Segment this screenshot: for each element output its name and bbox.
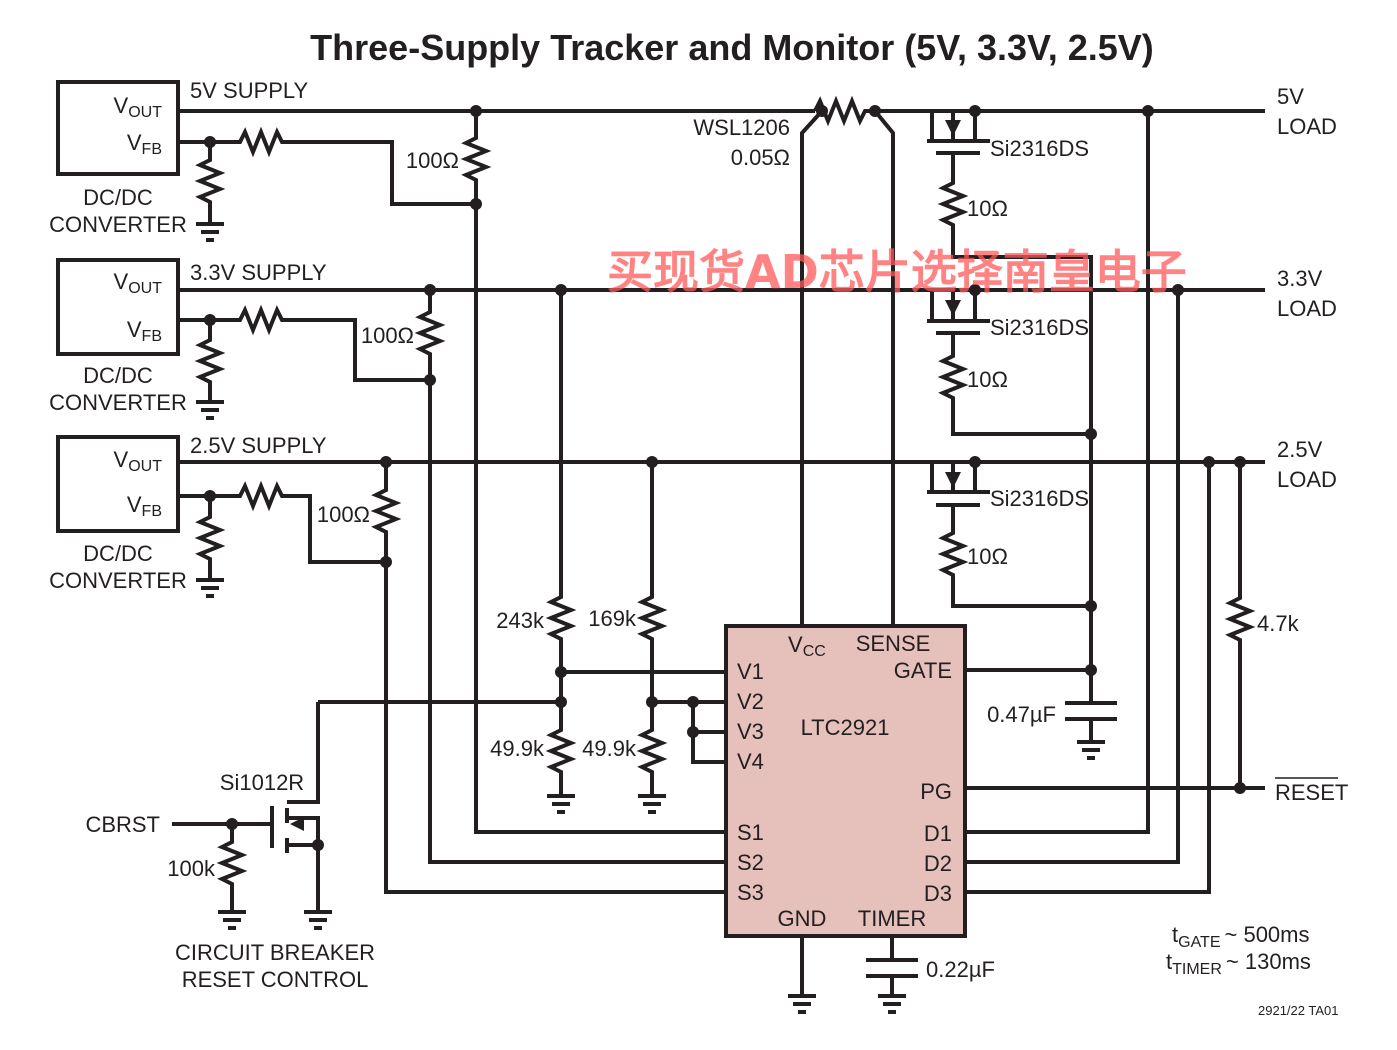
- divider-bottom-1: [545, 672, 577, 794]
- svg-text:49.9k: 49.9k: [490, 736, 545, 761]
- svg-text:V1: V1: [737, 659, 764, 684]
- d1-wire: [965, 111, 1150, 834]
- svg-text:Si1012R: Si1012R: [220, 770, 304, 795]
- svg-text:VFB: VFB: [127, 130, 162, 158]
- mosfet-5v: [880, 105, 1093, 670]
- res-100-5v: [460, 111, 725, 834]
- svg-text:SENSE: SENSE: [856, 631, 931, 656]
- divider-bottom-2: [636, 702, 668, 794]
- svg-text:V3: V3: [737, 719, 764, 744]
- svg-text:243k: 243k: [496, 608, 545, 633]
- svg-text:LOAD: LOAD: [1277, 114, 1337, 139]
- mosfet-3v3: [927, 284, 1097, 440]
- feedback-path-2v5: [178, 480, 386, 564]
- svg-text:GND: GND: [778, 906, 827, 931]
- svg-text:LTC2921: LTC2921: [801, 715, 890, 740]
- svg-text:LOAD: LOAD: [1277, 296, 1337, 321]
- svg-text:S1: S1: [737, 820, 764, 845]
- divider-top-1: [545, 290, 725, 674]
- mosfet-2v5: [927, 456, 1097, 612]
- supply-label-2v5: 2.5V SUPPLY: [190, 433, 327, 458]
- svg-text:100Ω: 100Ω: [406, 148, 459, 173]
- svg-text:CONVERTER: CONVERTER: [49, 390, 187, 415]
- svg-text:Si2316DS: Si2316DS: [990, 486, 1089, 511]
- svg-text:VCC: VCC: [788, 632, 826, 660]
- cbrst-input: CBRST: [85, 812, 160, 837]
- breaker-res: [216, 824, 248, 910]
- svg-text:10Ω: 10Ω: [967, 544, 1008, 569]
- svg-text:DC/DC: DC/DC: [83, 185, 153, 210]
- reset-output: RESET: [1275, 780, 1348, 805]
- svg-text:GATE: GATE: [894, 658, 952, 683]
- load-5v: 5V: [1277, 84, 1304, 109]
- res-100-3v3: [414, 290, 725, 864]
- sense-resistor: [800, 95, 895, 625]
- dc-dc-converter-2v5: VOUT VFB DC/DC CONVERTER: [49, 435, 187, 593]
- sense-resistor-value: 0.05Ω: [731, 145, 790, 170]
- dc-dc-converter-5v: VOUT VFB DC/DC CONVERTER: [49, 80, 187, 237]
- svg-text:VOUT: VOUT: [114, 93, 163, 121]
- pullup-resistor: [1224, 462, 1256, 788]
- svg-text:PG: PG: [920, 779, 952, 804]
- svg-text:D2: D2: [924, 851, 952, 876]
- svg-text:TIMER: TIMER: [858, 906, 926, 931]
- feedback-path-3v3: [178, 304, 430, 382]
- svg-text:D3: D3: [924, 881, 952, 906]
- divider-top-2: [636, 462, 725, 704]
- breaker-mosfet: [172, 700, 561, 890]
- feedback-path-5v: [178, 126, 476, 206]
- feedback-res-3v3: [194, 320, 226, 400]
- d2-wire: [965, 290, 1180, 864]
- supply-label-5v: 5V SUPPLY: [190, 78, 309, 103]
- svg-text:VFB: VFB: [127, 317, 162, 345]
- feedback-res-2v5: [194, 496, 226, 578]
- ltc2921-ic: VCC SENSE GATE LTC2921 V1 V2 V3 V4 S1 S2…: [724, 624, 967, 938]
- svg-text:VFB: VFB: [127, 492, 162, 520]
- supply-label-3v3: 3.3V SUPPLY: [190, 260, 327, 285]
- svg-text:169k: 169k: [588, 606, 637, 631]
- watermark: 买现货AD芯片选择南皇电子: [607, 245, 1187, 299]
- figure-id: 2921/22 TA01: [1258, 1003, 1338, 1018]
- svg-text:10Ω: 10Ω: [967, 367, 1008, 392]
- svg-text:DC/DC: DC/DC: [83, 363, 153, 388]
- svg-text:Si2316DS: Si2316DS: [990, 315, 1089, 340]
- svg-text:CIRCUIT BREAKER: CIRCUIT BREAKER: [175, 940, 375, 965]
- svg-text:D1: D1: [924, 821, 952, 846]
- svg-text:100Ω: 100Ω: [317, 502, 370, 527]
- svg-text:RESET CONTROL: RESET CONTROL: [182, 967, 369, 992]
- feedback-res-5v: [194, 142, 226, 222]
- svg-text:V4: V4: [737, 749, 764, 774]
- diagram-title: Three-Supply Tracker and Monitor (5V, 3.…: [310, 27, 1154, 68]
- svg-text:Si2316DS: Si2316DS: [990, 136, 1089, 161]
- svg-text:100Ω: 100Ω: [361, 323, 414, 348]
- svg-text:LOAD: LOAD: [1277, 467, 1337, 492]
- svg-text:10Ω: 10Ω: [967, 196, 1008, 221]
- timing-gate: tGATE~ 500ms: [1172, 922, 1310, 951]
- load-3v3: 3.3V: [1277, 266, 1323, 291]
- svg-text:0.22µF: 0.22µF: [926, 957, 995, 982]
- svg-text:4.7k: 4.7k: [1257, 611, 1300, 636]
- timer-capacitor: [866, 936, 918, 994]
- svg-text:0.47µF: 0.47µF: [987, 702, 1056, 727]
- svg-text:S3: S3: [737, 880, 764, 905]
- load-2v5: 2.5V: [1277, 437, 1323, 462]
- svg-text:V2: V2: [737, 689, 764, 714]
- svg-text:DC/DC: DC/DC: [83, 541, 153, 566]
- svg-text:VOUT: VOUT: [114, 269, 163, 297]
- svg-text:S2: S2: [737, 850, 764, 875]
- res-100-2v5: [370, 462, 725, 894]
- svg-text:100k: 100k: [167, 856, 216, 881]
- svg-text:49.9k: 49.9k: [582, 736, 637, 761]
- svg-text:VOUT: VOUT: [114, 447, 163, 475]
- d3-wire: [965, 462, 1211, 894]
- timing-timer: tTIMER~ 130ms: [1166, 949, 1311, 978]
- svg-text:CONVERTER: CONVERTER: [49, 212, 187, 237]
- dc-dc-converter-3v3: VOUT VFB DC/DC CONVERTER: [49, 258, 187, 415]
- svg-text:CONVERTER: CONVERTER: [49, 568, 187, 593]
- sense-resistor-part: WSL1206: [693, 115, 790, 140]
